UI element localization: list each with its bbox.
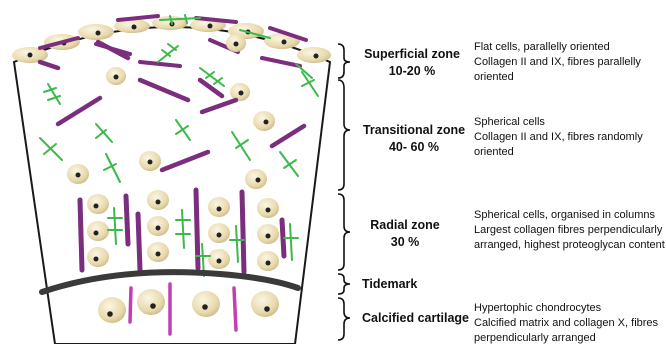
superficial-zone-title: Superficial zone 10-20 % xyxy=(356,46,468,80)
bracket-radial xyxy=(338,194,350,270)
superficial-desc-line-2: Collagen II and IX, fibres parallelly xyxy=(474,55,641,70)
superficial-zone-description: Flat cells, parallelly oriented Collagen… xyxy=(474,40,641,85)
superficial-desc-line-1: Flat cells, parallelly oriented xyxy=(474,40,641,55)
tidemark-title: Tidemark xyxy=(362,276,417,293)
transitional-desc-line-2: Collagen II and IX, fibres randomly xyxy=(474,130,643,145)
radial-zone-name: Radial zone xyxy=(356,217,454,234)
bracket-transitional xyxy=(338,80,350,190)
transitional-zone-percent: 40- 60 % xyxy=(356,139,472,156)
bracket-superficial xyxy=(338,44,350,78)
calcified-desc-line-2: Calcified matrix and collagen X, fibres xyxy=(474,316,658,331)
transitional-zone-name: Transitional zone xyxy=(356,122,472,139)
cartilage-outline xyxy=(14,27,330,344)
superficial-zone-name: Superficial zone xyxy=(356,46,468,63)
tidemark-name: Tidemark xyxy=(362,276,417,293)
radial-zone-percent: 30 % xyxy=(356,234,454,251)
zone-brackets xyxy=(338,44,350,340)
calcified-cartilage-title: Calcified cartilage xyxy=(362,310,469,327)
radial-zone-description: Spherical cells, organised in columns La… xyxy=(474,208,665,253)
radial-desc-line-2: Largest collagen fibres perpendicularly xyxy=(474,223,665,238)
radial-zone-title: Radial zone 30 % xyxy=(356,217,454,251)
bracket-tidemark xyxy=(338,274,350,294)
transitional-desc-line-3: oriented xyxy=(474,145,643,160)
transitional-zone-title: Transitional zone 40- 60 % xyxy=(356,122,472,156)
radial-desc-line-1: Spherical cells, organised in columns xyxy=(474,208,665,223)
transitional-zone-description: Spherical cells Collagen II and IX, fibr… xyxy=(474,115,643,160)
superficial-desc-line-3: oriented xyxy=(474,70,641,85)
calcified-desc-line-1: Hypertophic chondrocytes xyxy=(474,301,658,316)
calcified-cartilage-description: Hypertophic chondrocytes Calcified matri… xyxy=(474,301,658,346)
calcified-cartilage-name: Calcified cartilage xyxy=(362,310,469,327)
superficial-zone-percent: 10-20 % xyxy=(356,63,468,80)
radial-desc-line-3: arranged, highest proteoglycan content xyxy=(474,238,665,253)
transitional-desc-line-1: Spherical cells xyxy=(474,115,643,130)
bracket-calcified xyxy=(338,298,350,340)
